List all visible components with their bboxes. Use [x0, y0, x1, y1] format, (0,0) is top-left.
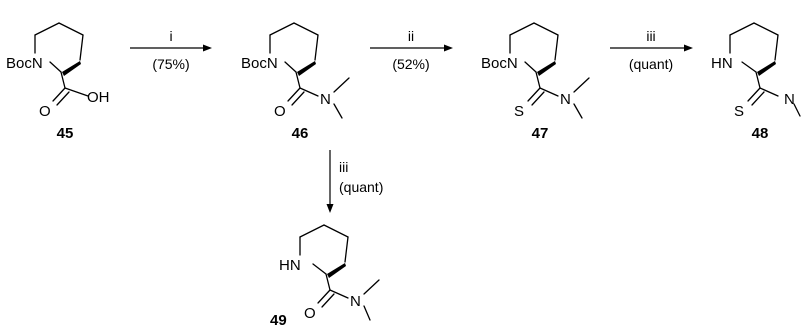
yield-label-ii: (52%)	[392, 56, 429, 72]
reagent-label-iii-vertical: iii	[339, 159, 348, 175]
stereo-wedge-bond	[757, 61, 776, 76]
yield-label-iii: (quant)	[629, 56, 673, 72]
carbonyl-oxygen-label: O	[304, 305, 316, 322]
thioamide-nitrogen-label: N	[784, 91, 795, 108]
compound-number-48: 48	[752, 125, 769, 142]
ring-nh-label: HN	[711, 55, 733, 72]
compound-47: BocN S N 47	[481, 22, 590, 142]
carbonyl-double-bond	[287, 87, 305, 106]
amide-nitrogen-label: N	[320, 91, 331, 108]
ring-nh-label: HN	[279, 257, 301, 274]
pyrrolidine-ring	[299, 224, 349, 275]
alpha-to-carbonyl-bond	[60, 71, 66, 89]
reaction-arrow-i: i (75%)	[130, 28, 212, 72]
stereo-wedge-bond	[297, 61, 316, 76]
compound-46: BocN O N 46	[241, 22, 350, 142]
pyrrolidine-ring	[729, 22, 779, 73]
reagent-label-ii: ii	[408, 28, 414, 44]
compound-number-46: 46	[292, 125, 309, 142]
c-n-amide-bond	[299, 87, 319, 97]
stereo-wedge-bond	[537, 61, 556, 76]
n-methyl-bond-lower	[363, 305, 371, 321]
pyrrolidine-ring	[509, 22, 559, 73]
thioamide-nitrogen-label: N	[560, 91, 571, 108]
carbonyl-double-bond	[52, 87, 70, 106]
stereo-wedge-bond	[327, 263, 346, 278]
alpha-to-thiocarbonyl-bond	[535, 71, 541, 89]
reaction-arrow-ii: ii (52%)	[370, 28, 453, 72]
boc-nitrogen-label: BocN	[6, 55, 43, 72]
compound-number-49: 49	[270, 312, 287, 329]
stereo-wedge-bond	[62, 61, 81, 76]
reaction-arrow-iii: iii (quant)	[610, 28, 693, 72]
compound-number-47: 47	[532, 125, 549, 142]
n-methyl-bond-lower	[573, 103, 583, 119]
carbonyl-oxygen-label: O	[274, 103, 286, 120]
boc-nitrogen-label: BocN	[481, 55, 518, 72]
hydroxyl-label: OH	[87, 89, 110, 106]
carbonyl-double-bond	[317, 289, 335, 308]
reagent-label-i: i	[169, 28, 172, 44]
n-methyl-bond-upper	[333, 77, 350, 93]
yield-label-i: (75%)	[152, 56, 189, 72]
thiocarbonyl-sulfur-label: S	[734, 103, 744, 120]
alpha-to-thiocarbonyl-bond	[755, 71, 761, 89]
pyrrolidine-ring	[34, 22, 84, 73]
alpha-to-carbonyl-bond	[295, 71, 301, 89]
pyrrolidine-ring	[269, 22, 319, 73]
compound-number-45: 45	[57, 125, 74, 142]
c-n-thioamide-bond	[539, 87, 559, 97]
carbonyl-oxygen-label: O	[39, 103, 51, 120]
n-methyl-bond-upper	[573, 77, 590, 93]
reaction-arrow-iii-vertical: iii (quant)	[326, 150, 383, 213]
thiocarbonyl-double-bond	[527, 87, 545, 106]
alpha-to-carbonyl-bond	[325, 273, 331, 291]
c-n-thioamide-bond	[759, 87, 779, 97]
yield-label-iii-vertical: (quant)	[339, 179, 383, 195]
reagent-label-iii: iii	[646, 28, 655, 44]
amide-nitrogen-label: N	[350, 293, 361, 310]
compound-45: BocN O OH 45	[6, 22, 110, 142]
thiocarbonyl-sulfur-label: S	[514, 103, 524, 120]
n-methyl-bond-lower	[333, 103, 343, 119]
boc-nitrogen-label: BocN	[241, 55, 278, 72]
c-oh-bond	[64, 87, 89, 97]
thiocarbonyl-double-bond	[747, 87, 765, 106]
compound-48: HN S N 48	[711, 22, 801, 142]
c-n-amide-bond	[329, 289, 349, 299]
n-methyl-bond-upper	[363, 279, 380, 295]
n-methyl-bond-lower	[793, 103, 801, 117]
compound-49: HN O N 49	[270, 224, 380, 329]
